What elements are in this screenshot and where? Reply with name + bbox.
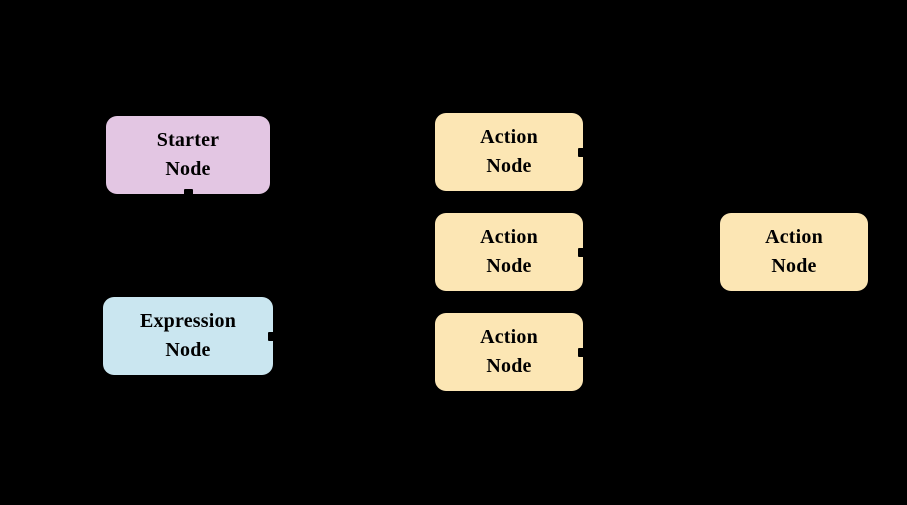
node-label-line-2: Node <box>165 339 211 361</box>
graph-edge[interactable] <box>272 335 436 353</box>
node-label-line-1: Action <box>480 126 538 148</box>
graph-edge[interactable] <box>582 151 721 253</box>
node-label-line-1: Action <box>480 326 538 348</box>
node-label-line-2: Node <box>486 155 532 177</box>
connector-port-right[interactable] <box>578 147 587 157</box>
node-label-line-1: Starter <box>156 129 220 151</box>
connector-port-right[interactable] <box>578 347 587 357</box>
graph-edge[interactable] <box>272 251 436 337</box>
node-label-line-2: Node <box>771 255 817 277</box>
graph-edge[interactable] <box>272 151 436 337</box>
connector-port-right[interactable] <box>578 247 587 257</box>
node-label-line-2: Node <box>165 158 211 180</box>
connector-port-bottom[interactable] <box>183 189 193 198</box>
node-label-line-2: Node <box>486 355 532 377</box>
connector-port-right[interactable] <box>268 331 277 341</box>
graph-edge[interactable] <box>582 251 721 353</box>
node-label-line-1: Expression <box>139 310 237 332</box>
node-label-line-1: Action <box>765 226 823 248</box>
node-label-line-2: Node <box>486 255 532 277</box>
node-label-line-1: Action <box>480 226 538 248</box>
